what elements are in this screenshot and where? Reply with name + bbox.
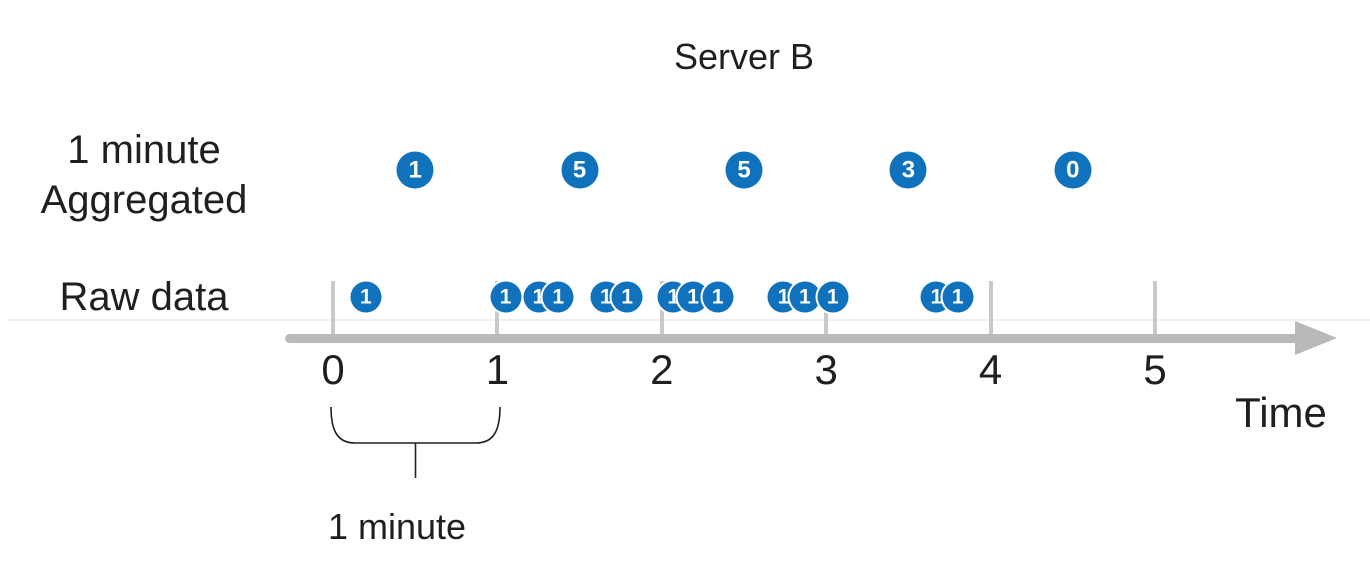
- axis-tick: [331, 281, 335, 334]
- raw-data-point: 1: [490, 281, 522, 313]
- axis-tick: [1153, 281, 1157, 334]
- time-axis-label: Time: [1235, 389, 1327, 436]
- raw-data-point: 1: [611, 281, 643, 313]
- axis-tick: [988, 281, 993, 334]
- diagram-title: Server B: [673, 36, 815, 77]
- aggregated-bubble: 1: [396, 151, 434, 189]
- raw-data-row-label: Raw data: [59, 275, 229, 319]
- axis-tick-label: 1: [485, 346, 510, 393]
- raw-row-baseline: [8, 319, 1370, 321]
- time-axis-line: [285, 334, 1297, 343]
- aggregated-row-label-line1: 1 minute: [67, 128, 221, 172]
- raw-data-point: 1: [817, 281, 849, 313]
- aggregated-bubble: 5: [725, 151, 763, 189]
- raw-data-point: 1: [702, 281, 734, 313]
- raw-data-point: 1: [542, 281, 574, 313]
- aggregated-row-label: 1 minute Aggregated: [0, 125, 288, 225]
- raw-data-point: 1: [350, 281, 382, 313]
- axis-tick-label: 4: [978, 346, 1003, 393]
- raw-data-point: 1: [789, 281, 821, 313]
- aggregated-row-label-line2: Aggregated: [40, 178, 248, 222]
- aggregated-bubble: 5: [561, 151, 599, 189]
- axis-tick-label: 2: [650, 346, 674, 393]
- raw-data-point: 1: [942, 281, 974, 313]
- axis-tick-label: 0: [321, 346, 345, 393]
- aggregated-bubble: 3: [889, 151, 927, 189]
- axis-tick-label: 3: [814, 346, 838, 393]
- axis-tick-label: 5: [1143, 346, 1167, 393]
- one-minute-interval-label: 1 minute: [327, 506, 467, 547]
- aggregated-bubble: 0: [1054, 151, 1092, 189]
- time-axis-arrowhead-icon: [1295, 321, 1337, 355]
